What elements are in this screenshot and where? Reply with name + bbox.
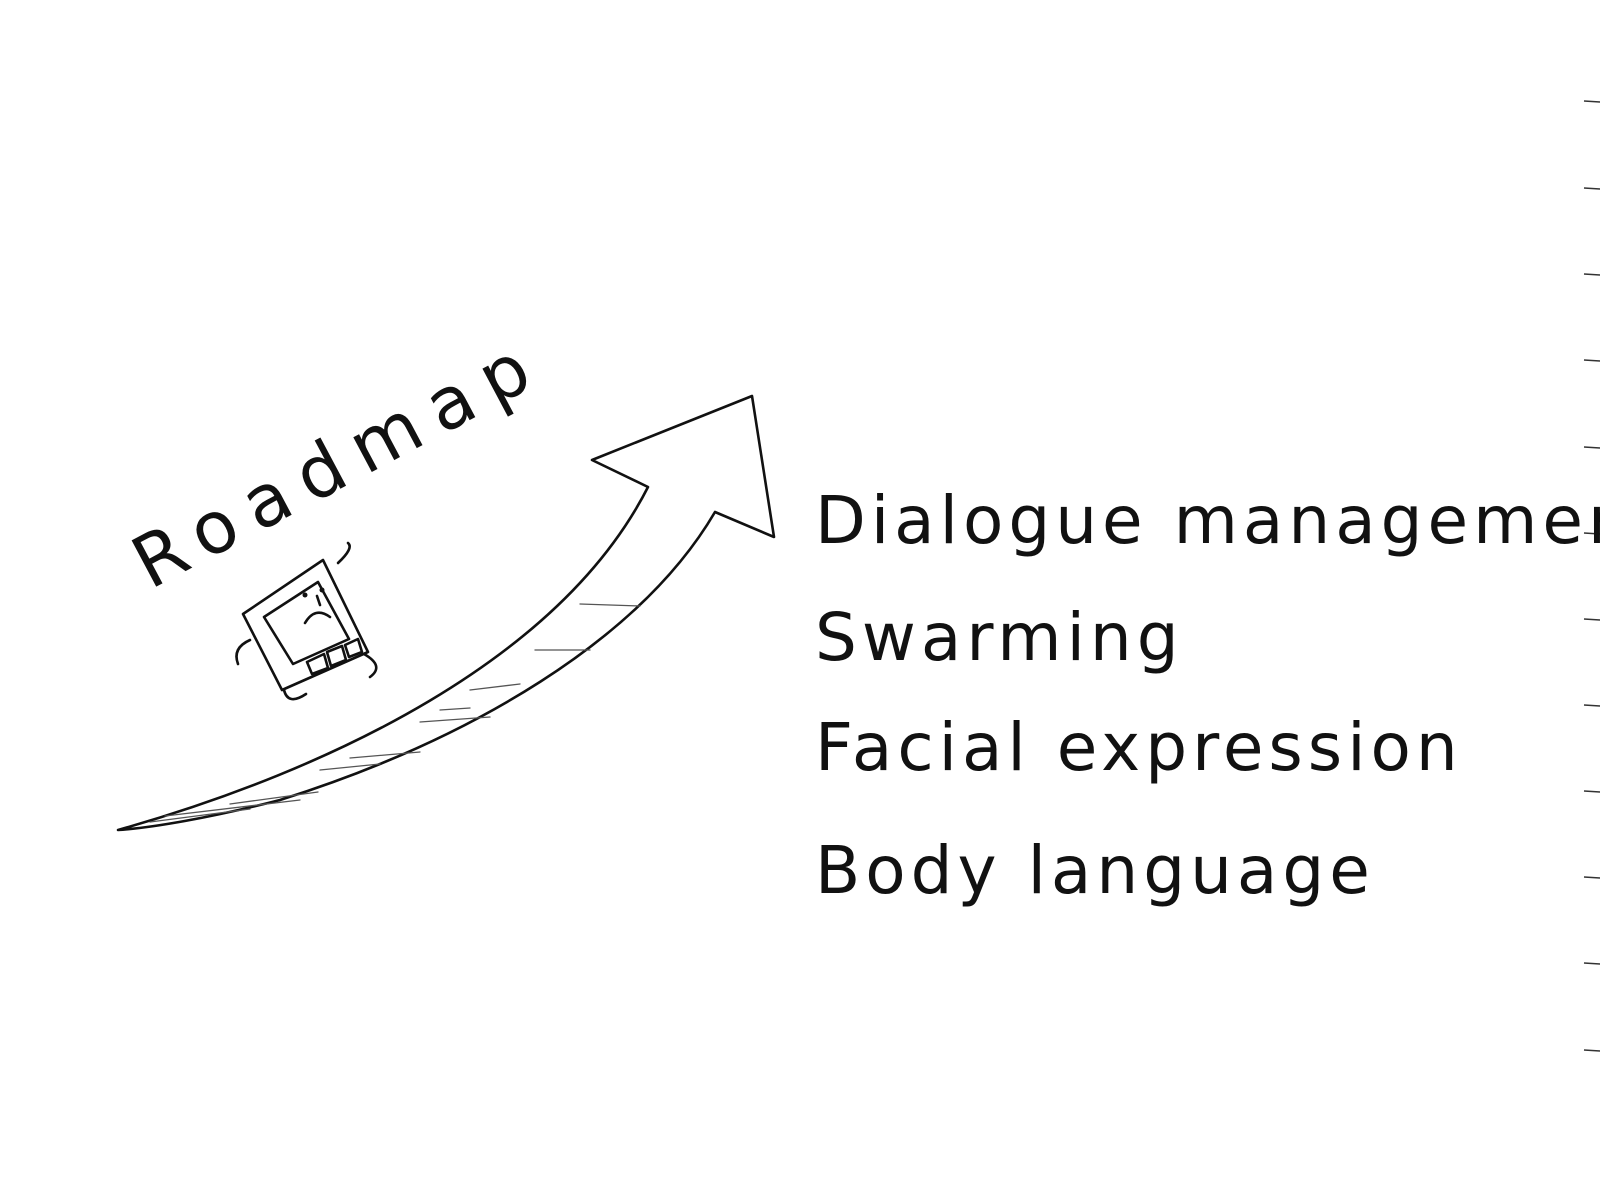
robot-icon xyxy=(235,541,378,701)
item-dialogue-management: Dialogue management xyxy=(815,482,1600,559)
item-swarming: Swarming xyxy=(815,599,1184,676)
item-facial-expression: Facial expression xyxy=(815,709,1463,786)
rising-arrow xyxy=(116,394,776,832)
item-body-language: Body language xyxy=(815,832,1375,909)
notebook-margin-ticks xyxy=(1583,100,1600,1052)
arrow-shading xyxy=(149,603,641,823)
roadmap-items: Dialogue management Swarming Facial expr… xyxy=(815,482,1600,909)
